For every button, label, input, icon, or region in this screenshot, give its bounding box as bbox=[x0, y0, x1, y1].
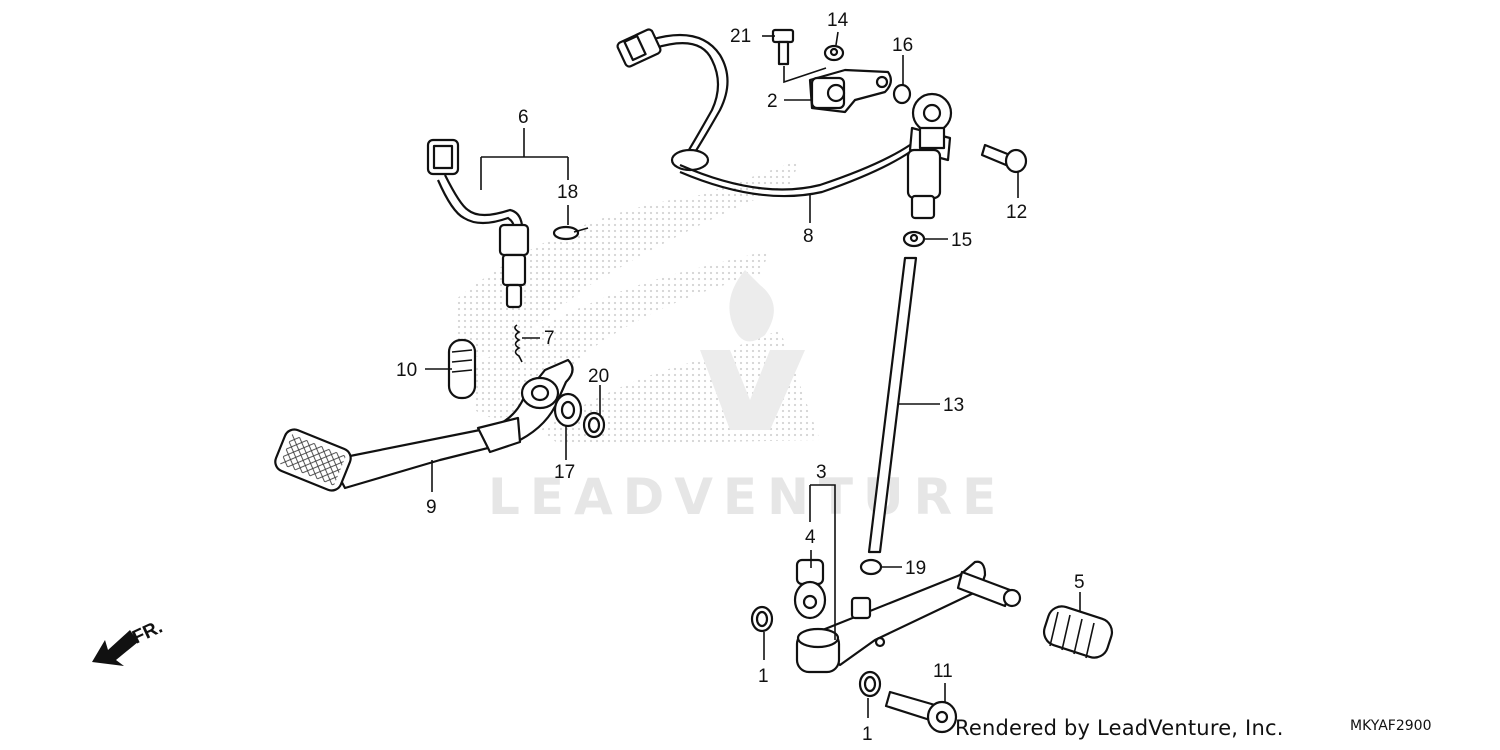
callout-8: 8 bbox=[803, 226, 814, 247]
callout-1-lower: 1 bbox=[862, 724, 873, 745]
watermark-logo bbox=[455, 160, 820, 445]
callout-5: 5 bbox=[1074, 572, 1085, 593]
part-20-circlip bbox=[582, 411, 606, 439]
callout-1-upper: 1 bbox=[758, 666, 769, 687]
callout-20: 20 bbox=[588, 366, 609, 387]
part-7-spring bbox=[514, 324, 523, 363]
watermark-text: LEADVENTURE bbox=[488, 468, 1006, 526]
callout-18: 18 bbox=[557, 182, 578, 203]
part-8-harness bbox=[616, 28, 911, 198]
part-15-nut bbox=[902, 230, 926, 248]
part-2-bracket bbox=[808, 68, 892, 114]
diagram-code: MKYAF2900 bbox=[1350, 718, 1432, 734]
part-13-rod bbox=[867, 256, 918, 554]
part-21-bolt bbox=[771, 28, 795, 66]
callout-19: 19 bbox=[905, 558, 926, 579]
leader-lines bbox=[425, 31, 1081, 718]
part-9-brake-pedal bbox=[274, 358, 574, 492]
callout-15: 15 bbox=[951, 230, 972, 251]
part-11-bolt bbox=[884, 690, 958, 734]
callout-3: 3 bbox=[816, 462, 827, 483]
callout-13: 13 bbox=[943, 395, 964, 416]
callouts: 21 14 16 2 6 18 12 8 15 7 10 20 13 17 9 … bbox=[396, 10, 1085, 745]
front-direction-arrow: FR. bbox=[92, 617, 166, 666]
part-3-shift-lever bbox=[795, 560, 1022, 674]
callout-9: 9 bbox=[426, 497, 437, 518]
callout-4: 4 bbox=[805, 527, 816, 548]
part-1-washer-upper bbox=[750, 605, 774, 633]
part-14-nut bbox=[823, 44, 845, 62]
part-4-joint bbox=[793, 558, 827, 620]
part-1-washer-lower bbox=[858, 670, 882, 698]
callout-7: 7 bbox=[544, 328, 555, 349]
part-6-sensor bbox=[426, 138, 530, 309]
part-19-nut bbox=[859, 558, 883, 576]
callout-12: 12 bbox=[1006, 202, 1027, 223]
part-17-washer bbox=[553, 392, 583, 428]
part-16-washer bbox=[892, 83, 912, 105]
callout-10: 10 bbox=[396, 360, 417, 381]
callout-14: 14 bbox=[827, 10, 849, 31]
render-credit: Rendered by LeadVenture, Inc. bbox=[955, 716, 1284, 740]
callout-6: 6 bbox=[518, 107, 529, 128]
part-8-switch bbox=[906, 92, 953, 220]
part-12-bolt bbox=[980, 143, 1028, 174]
callout-11: 11 bbox=[933, 661, 953, 682]
callout-17: 17 bbox=[554, 462, 575, 483]
callout-2: 2 bbox=[767, 91, 778, 112]
callout-21: 21 bbox=[730, 26, 751, 47]
callout-16: 16 bbox=[892, 35, 913, 56]
part-5-rubber bbox=[1042, 605, 1114, 659]
part-18-clip bbox=[552, 225, 589, 241]
part-10-spring bbox=[447, 338, 477, 400]
